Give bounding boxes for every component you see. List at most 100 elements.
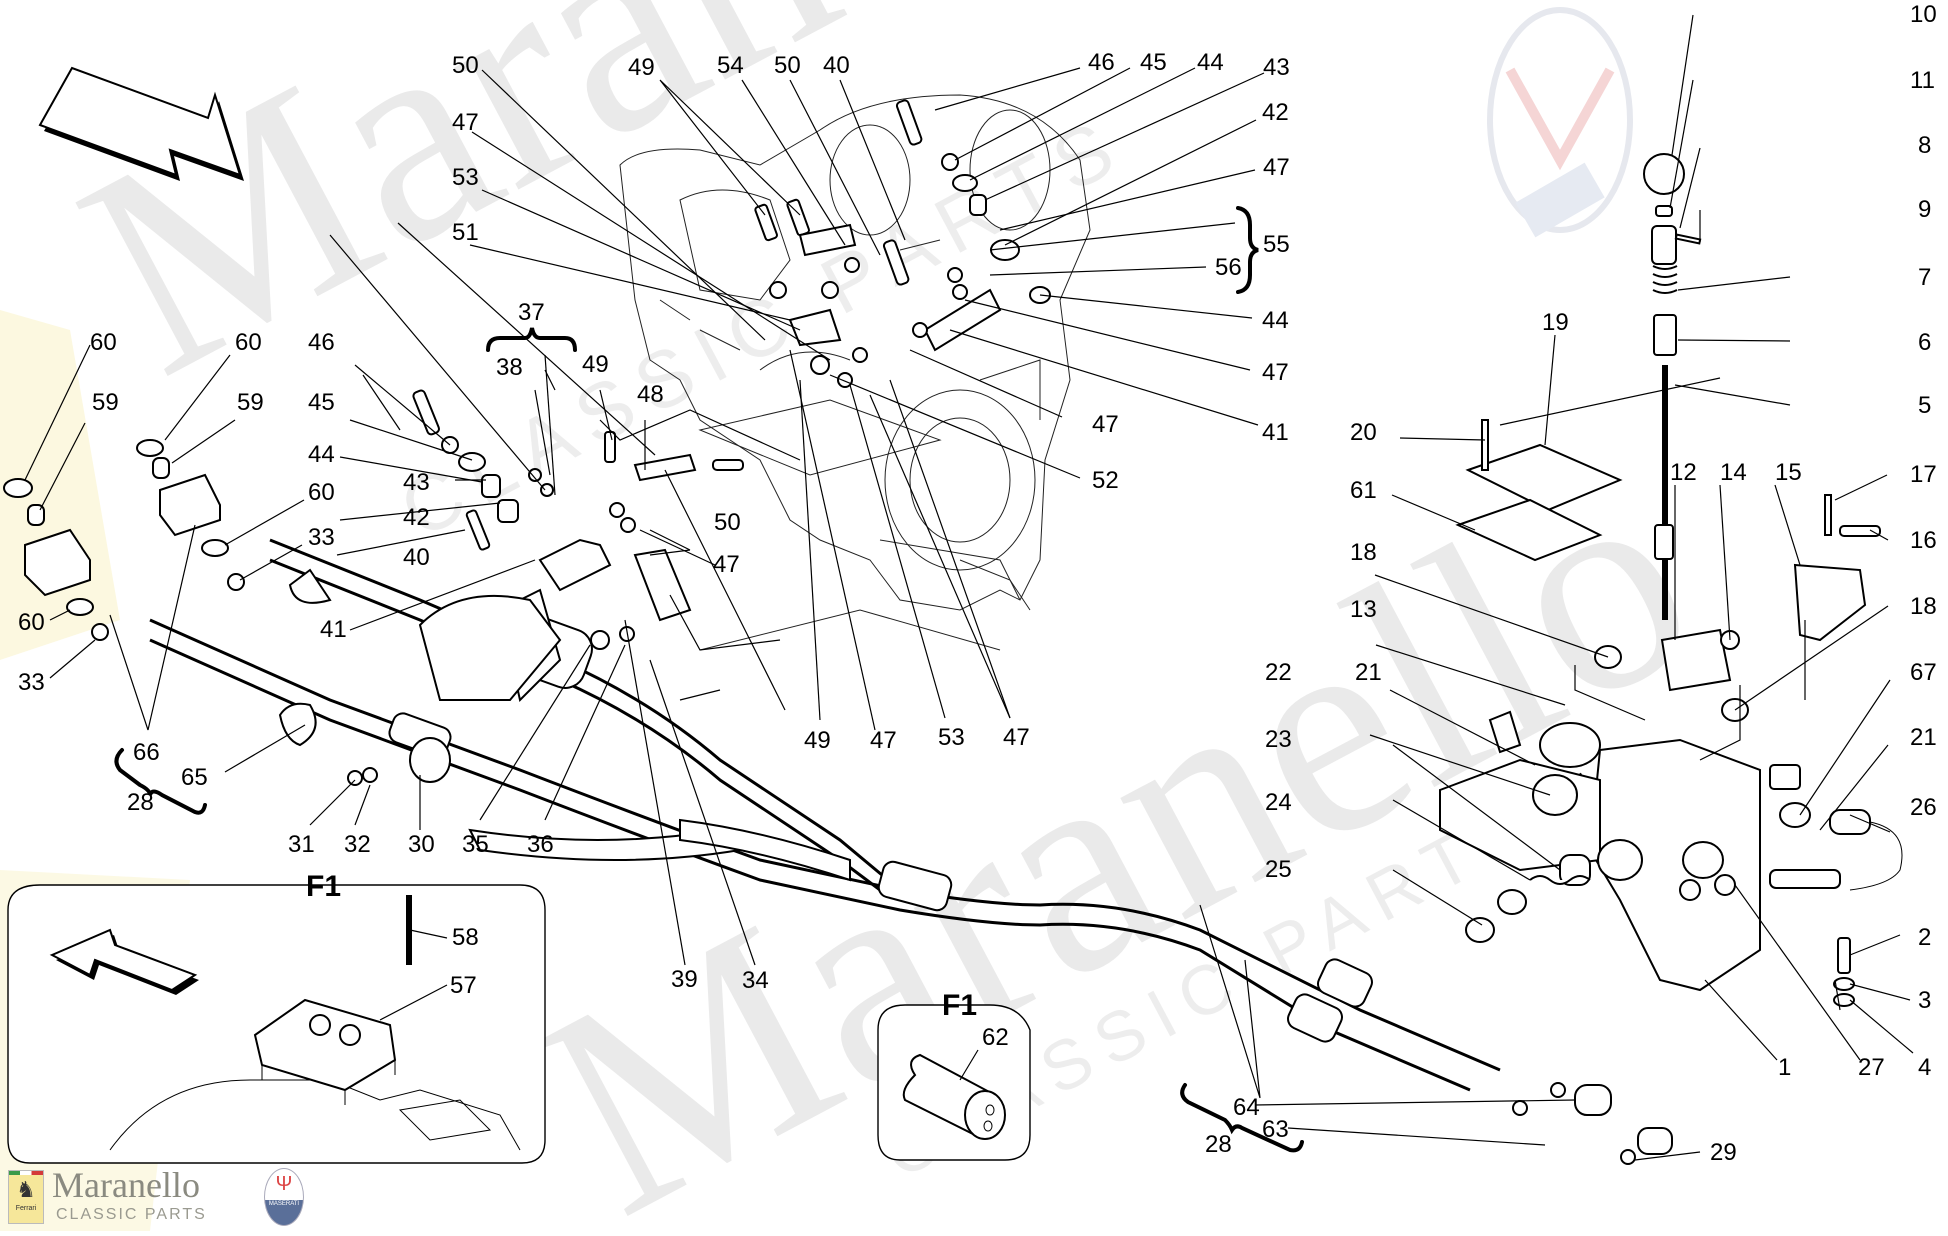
brand-logo: ♞ Ferrari Maranello CLASSIC PARTS Ψ MASE… (8, 1166, 308, 1228)
direction-arrow-top (38, 66, 244, 181)
callout-46: 46 (308, 329, 335, 356)
callout-48: 48 (637, 381, 664, 408)
callout-59: 59 (237, 389, 264, 416)
trident-icon: Ψ (275, 1173, 293, 1195)
callout-28: 28 (1205, 1131, 1232, 1158)
callout-44: 44 (1197, 49, 1224, 76)
callout-51: 51 (452, 219, 479, 246)
callout-52: 52 (1092, 467, 1119, 494)
callout-2: 2 (1918, 924, 1931, 951)
callout-28: 28 (127, 789, 154, 816)
callouts-top-casing: 50 49 54 50 40 46 45 44 43 42 47 55 56 4… (452, 49, 1290, 754)
callout-33: 33 (18, 669, 45, 696)
callout-42: 42 (403, 504, 430, 531)
callout-61: 61 (1350, 477, 1377, 504)
callout-47: 47 (713, 551, 740, 578)
callout-41: 41 (320, 616, 347, 643)
maserati-badge-icon: Ψ MASERATI (264, 1168, 304, 1226)
callout-47: 47 (1003, 724, 1030, 751)
callout-49: 49 (582, 351, 609, 378)
callout-26: 26 (1910, 794, 1937, 821)
callout-18: 18 (1350, 539, 1377, 566)
callout-5: 5 (1918, 392, 1931, 419)
prancing-horse-icon: ♞ (16, 1177, 36, 1202)
callout-33: 33 (308, 524, 335, 551)
callout-8: 8 (1918, 132, 1931, 159)
f1-inset-label-2: F1 (942, 989, 977, 1022)
callout-21: 21 (1355, 659, 1382, 686)
callout-23: 23 (1265, 726, 1292, 753)
callout-27: 27 (1858, 1054, 1885, 1081)
callout-65: 65 (181, 764, 208, 791)
callout-41: 41 (1262, 419, 1289, 446)
callout-10: 10 (1910, 1, 1937, 28)
callout-24: 24 (1265, 789, 1292, 816)
callout-60: 60 (308, 479, 335, 506)
callout-62: 62 (982, 1024, 1009, 1051)
callout-17: 17 (1910, 461, 1937, 488)
callout-63: 63 (1262, 1116, 1289, 1143)
callout-36: 36 (527, 831, 554, 858)
ferrari-badge-text: Ferrari (15, 1205, 37, 1212)
callout-22: 22 (1265, 659, 1292, 686)
callout-43: 43 (403, 469, 430, 496)
callout-7: 7 (1918, 264, 1931, 291)
callout-53: 53 (452, 164, 479, 191)
callout-60: 60 (18, 609, 45, 636)
callout-40: 40 (823, 52, 850, 79)
callout-14: 14 (1720, 459, 1747, 486)
callout-59: 59 (92, 389, 119, 416)
callout-56: 56 (1215, 254, 1242, 281)
callouts-cable-ends: 64 63 28 29 (1205, 1094, 1737, 1166)
callout-47: 47 (870, 727, 897, 754)
callout-42: 42 (1262, 99, 1289, 126)
callout-40: 40 (403, 544, 430, 571)
callout-11: 11 (1910, 67, 1935, 94)
callout-50: 50 (714, 509, 741, 536)
callout-60: 60 (90, 329, 117, 356)
callout-39: 39 (671, 966, 698, 993)
callout-46: 46 (1088, 49, 1115, 76)
callout-47: 47 (452, 109, 479, 136)
callout-9: 9 (1918, 196, 1931, 223)
callout-15: 15 (1775, 459, 1802, 486)
callout-60: 60 (235, 329, 262, 356)
callout-67: 67 (1910, 659, 1937, 686)
callout-43: 43 (1263, 54, 1290, 81)
callout-19: 19 (1542, 309, 1569, 336)
callout-45: 45 (1140, 49, 1167, 76)
callout-55: 55 (1263, 231, 1290, 258)
left-linkage-parts (3, 439, 635, 786)
callout-49: 49 (628, 54, 655, 81)
callout-4: 4 (1918, 1054, 1931, 1081)
brace-marks (114, 206, 1304, 1153)
callouts-right-lever: 10 11 8 9 7 6 5 19 20 61 18 13 12 14 15 … (1265, 1, 1937, 1081)
callout-18: 18 (1910, 593, 1937, 620)
callout-32: 32 (344, 831, 371, 858)
callout-21: 21 (1910, 724, 1937, 751)
callout-53: 53 (938, 724, 965, 751)
callout-47: 47 (1263, 154, 1290, 181)
brand-name: Maranello (52, 1165, 200, 1205)
callout-29: 29 (1710, 1139, 1737, 1166)
callout-30: 30 (408, 831, 435, 858)
callout-37: 37 (518, 299, 545, 326)
callout-50: 50 (774, 52, 801, 79)
callout-25: 25 (1265, 856, 1292, 883)
callout-13: 13 (1350, 596, 1377, 623)
ferrari-shield-icon: ♞ Ferrari (8, 1170, 44, 1224)
callout-66: 66 (133, 739, 160, 766)
callout-34: 34 (742, 967, 769, 994)
f1-inset-label-1: F1 (306, 870, 341, 903)
callout-35: 35 (462, 831, 489, 858)
callout-20: 20 (1350, 419, 1377, 446)
callout-16: 16 (1910, 527, 1937, 554)
callout-6: 6 (1918, 329, 1931, 356)
callout-47: 47 (1262, 359, 1289, 386)
callout-54: 54 (717, 52, 744, 79)
callout-38: 38 (496, 354, 523, 381)
callout-64: 64 (1233, 1094, 1260, 1121)
callout-12: 12 (1670, 459, 1697, 486)
f1-inset-console: F1 58 57 (7, 870, 546, 1164)
